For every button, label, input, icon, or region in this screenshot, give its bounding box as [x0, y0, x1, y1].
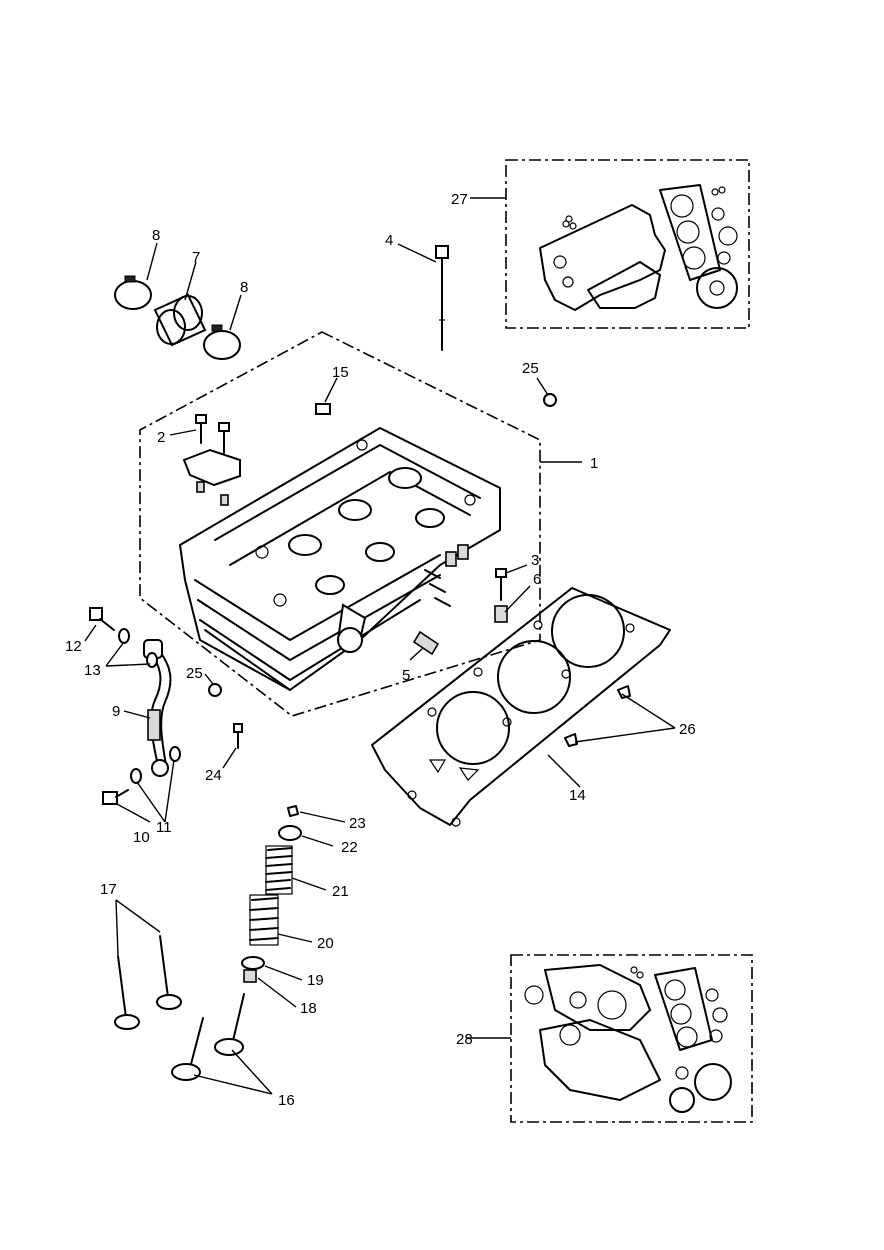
- callout-28: 28: [456, 1031, 473, 1048]
- callout-19: 19: [307, 972, 324, 989]
- callout-27: 27: [451, 191, 468, 208]
- callout-8a: 8: [152, 227, 160, 244]
- banjo-bolt-and-washers: [89, 607, 158, 668]
- leader-lines: [84, 197, 676, 1095]
- dowel-lower: [208, 683, 222, 697]
- callout-8b: 8: [240, 279, 248, 296]
- top-gasket-kit: [505, 159, 750, 329]
- callout-22: 22: [341, 839, 358, 856]
- head-gasket: [371, 587, 671, 827]
- cylinder-head-assembly: [139, 331, 541, 717]
- callout-25b: 25: [186, 665, 203, 682]
- callout-15: 15: [332, 364, 349, 381]
- callout-16: 16: [278, 1092, 295, 1109]
- callout-17: 17: [100, 881, 117, 898]
- stud: [412, 630, 440, 656]
- blanking-plug: [315, 403, 331, 415]
- callout-18: 18: [300, 1000, 317, 1017]
- bottom-gasket-kit: [510, 954, 753, 1123]
- callout-10: 10: [133, 829, 150, 846]
- callout-7: 7: [192, 249, 200, 266]
- callout-3: 3: [531, 552, 539, 569]
- callout-13: 13: [84, 662, 101, 679]
- callout-20: 20: [317, 935, 334, 952]
- small-screw: [233, 723, 243, 749]
- head-bolt: [435, 245, 449, 351]
- callout-21: 21: [332, 883, 349, 900]
- callout-6: 6: [533, 571, 541, 588]
- callout-25a: 25: [522, 360, 539, 377]
- callout-5: 5: [402, 667, 410, 684]
- side-bolt-and-dowel: [494, 568, 508, 623]
- callout-23: 23: [349, 815, 366, 832]
- intake-rubber-and-clips: [114, 275, 241, 360]
- callout-24: 24: [205, 767, 222, 784]
- valve-train: [114, 805, 302, 1081]
- callout-1: 1: [590, 455, 598, 472]
- clip-lower: [564, 733, 578, 747]
- callout-2: 2: [157, 429, 165, 446]
- callout-12: 12: [65, 638, 82, 655]
- callout-9: 9: [112, 703, 120, 720]
- callout-14: 14: [569, 787, 586, 804]
- callout-labels: 1 2 3 4 5 6 7 8 8 9 10 11 12 13 14 15 16…: [65, 191, 696, 1109]
- lower-banjo-bolt-and-washers: [102, 746, 181, 805]
- callout-11: 11: [156, 819, 172, 836]
- clip-upper: [617, 685, 631, 699]
- callout-4: 4: [385, 232, 393, 249]
- cam-bolts-and-bracket: [182, 414, 241, 506]
- callout-26: 26: [679, 721, 696, 738]
- dowel-upper: [543, 393, 557, 407]
